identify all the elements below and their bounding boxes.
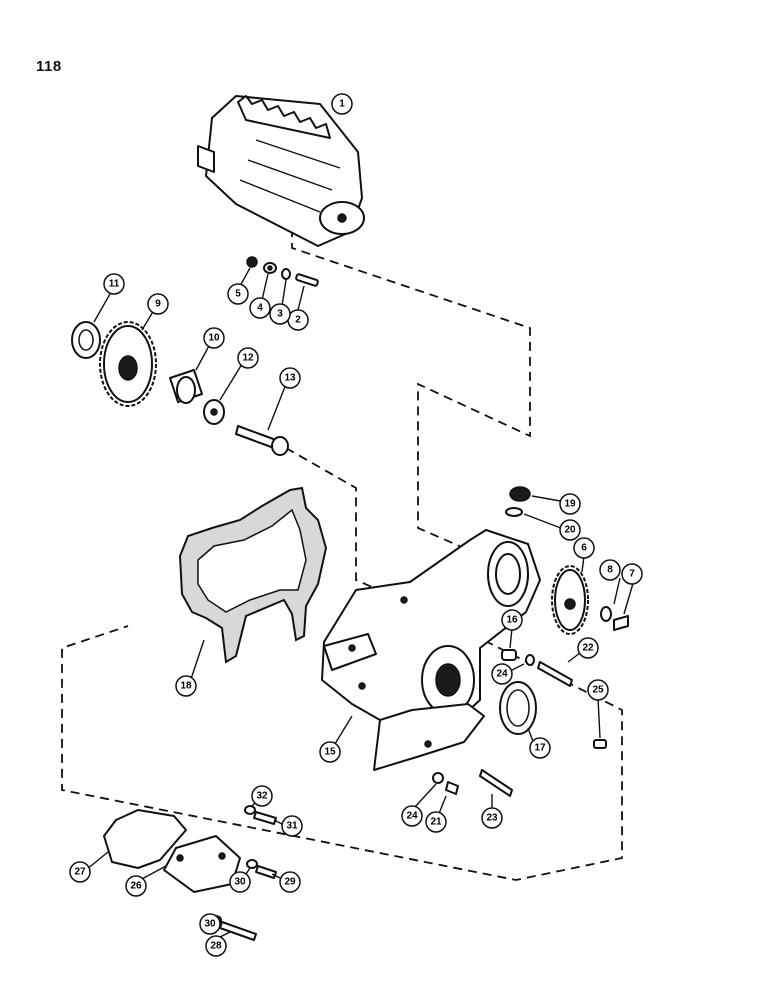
svg-text:17: 17 xyxy=(534,743,546,754)
svg-text:3: 3 xyxy=(277,309,283,320)
callout-3: 3 xyxy=(269,303,291,325)
svg-text:24: 24 xyxy=(496,669,508,680)
callout-20: 20 xyxy=(559,519,581,541)
timing-gear-housing xyxy=(321,529,541,771)
svg-text:27: 27 xyxy=(74,867,86,878)
svg-text:15: 15 xyxy=(324,747,336,758)
svg-text:13: 13 xyxy=(284,373,296,384)
svg-text:32: 32 xyxy=(256,791,268,802)
callout-32: 32 xyxy=(251,785,273,807)
assembly-lines xyxy=(61,228,623,881)
callout-1: 1 xyxy=(331,93,353,115)
callout-24: 24 xyxy=(401,805,423,827)
svg-text:12: 12 xyxy=(242,353,254,364)
callout-10: 10 xyxy=(203,327,225,349)
svg-text:5: 5 xyxy=(235,289,241,300)
svg-text:7: 7 xyxy=(629,569,635,580)
svg-text:24: 24 xyxy=(406,811,418,822)
callout-16: 16 xyxy=(501,609,523,631)
injection-pump xyxy=(197,95,365,247)
svg-text:8: 8 xyxy=(607,565,613,576)
svg-text:21: 21 xyxy=(430,817,442,828)
svg-text:25: 25 xyxy=(592,685,604,696)
svg-text:29: 29 xyxy=(284,877,296,888)
callout-31: 31 xyxy=(281,815,303,837)
callout-9: 9 xyxy=(147,293,169,315)
callout-7: 7 xyxy=(621,563,643,585)
callout-30: 30 xyxy=(229,871,251,893)
callout-23: 23 xyxy=(481,807,503,829)
callout-24: 24 xyxy=(491,663,513,685)
svg-text:1: 1 xyxy=(339,99,345,110)
svg-text:28: 28 xyxy=(210,941,222,952)
svg-text:6: 6 xyxy=(581,543,587,554)
callout-12: 12 xyxy=(237,347,259,369)
callout-27: 27 xyxy=(69,861,91,883)
callout-19: 19 xyxy=(559,493,581,515)
svg-text:23: 23 xyxy=(486,813,498,824)
callout-6: 6 xyxy=(573,537,595,559)
camshaft-gear-group xyxy=(551,565,629,635)
svg-text:16: 16 xyxy=(506,615,518,626)
callout-26: 26 xyxy=(125,875,147,897)
callout-29: 29 xyxy=(279,871,301,893)
svg-text:19: 19 xyxy=(564,499,576,510)
svg-text:20: 20 xyxy=(564,525,576,536)
callout-21: 21 xyxy=(425,811,447,833)
svg-text:4: 4 xyxy=(257,303,263,314)
svg-text:9: 9 xyxy=(155,299,161,310)
leader-lines xyxy=(85,103,635,939)
callout-8: 8 xyxy=(599,559,621,581)
callout-25: 25 xyxy=(587,679,609,701)
idler-gear-group xyxy=(71,321,289,456)
svg-text:22: 22 xyxy=(582,643,594,654)
callout-2: 2 xyxy=(287,309,309,331)
svg-text:18: 18 xyxy=(180,681,192,692)
cover-bolts xyxy=(210,805,277,941)
seals-and-bolts xyxy=(432,649,607,797)
callout-5: 5 xyxy=(227,283,249,305)
svg-text:31: 31 xyxy=(286,821,298,832)
callout-13: 13 xyxy=(279,367,301,389)
timing-cover-gasket xyxy=(178,486,328,664)
svg-text:11: 11 xyxy=(109,279,120,290)
callout-17: 17 xyxy=(529,737,551,759)
callout-11: 11 xyxy=(103,273,125,295)
callout-15: 15 xyxy=(319,741,341,763)
cover-plates xyxy=(103,809,241,893)
svg-text:30: 30 xyxy=(234,877,246,888)
page-number: 118 xyxy=(36,58,62,75)
callout-22: 22 xyxy=(577,637,599,659)
callout-28: 28 xyxy=(205,935,227,957)
plug-and-washer xyxy=(505,486,531,517)
svg-text:10: 10 xyxy=(208,333,220,344)
small-fasteners xyxy=(246,256,319,287)
callout-30: 30 xyxy=(199,913,221,935)
svg-text:30: 30 xyxy=(204,919,216,930)
callout-4: 4 xyxy=(249,297,271,319)
svg-text:2: 2 xyxy=(295,315,301,326)
callout-18: 18 xyxy=(175,675,197,697)
svg-text:26: 26 xyxy=(130,881,142,892)
